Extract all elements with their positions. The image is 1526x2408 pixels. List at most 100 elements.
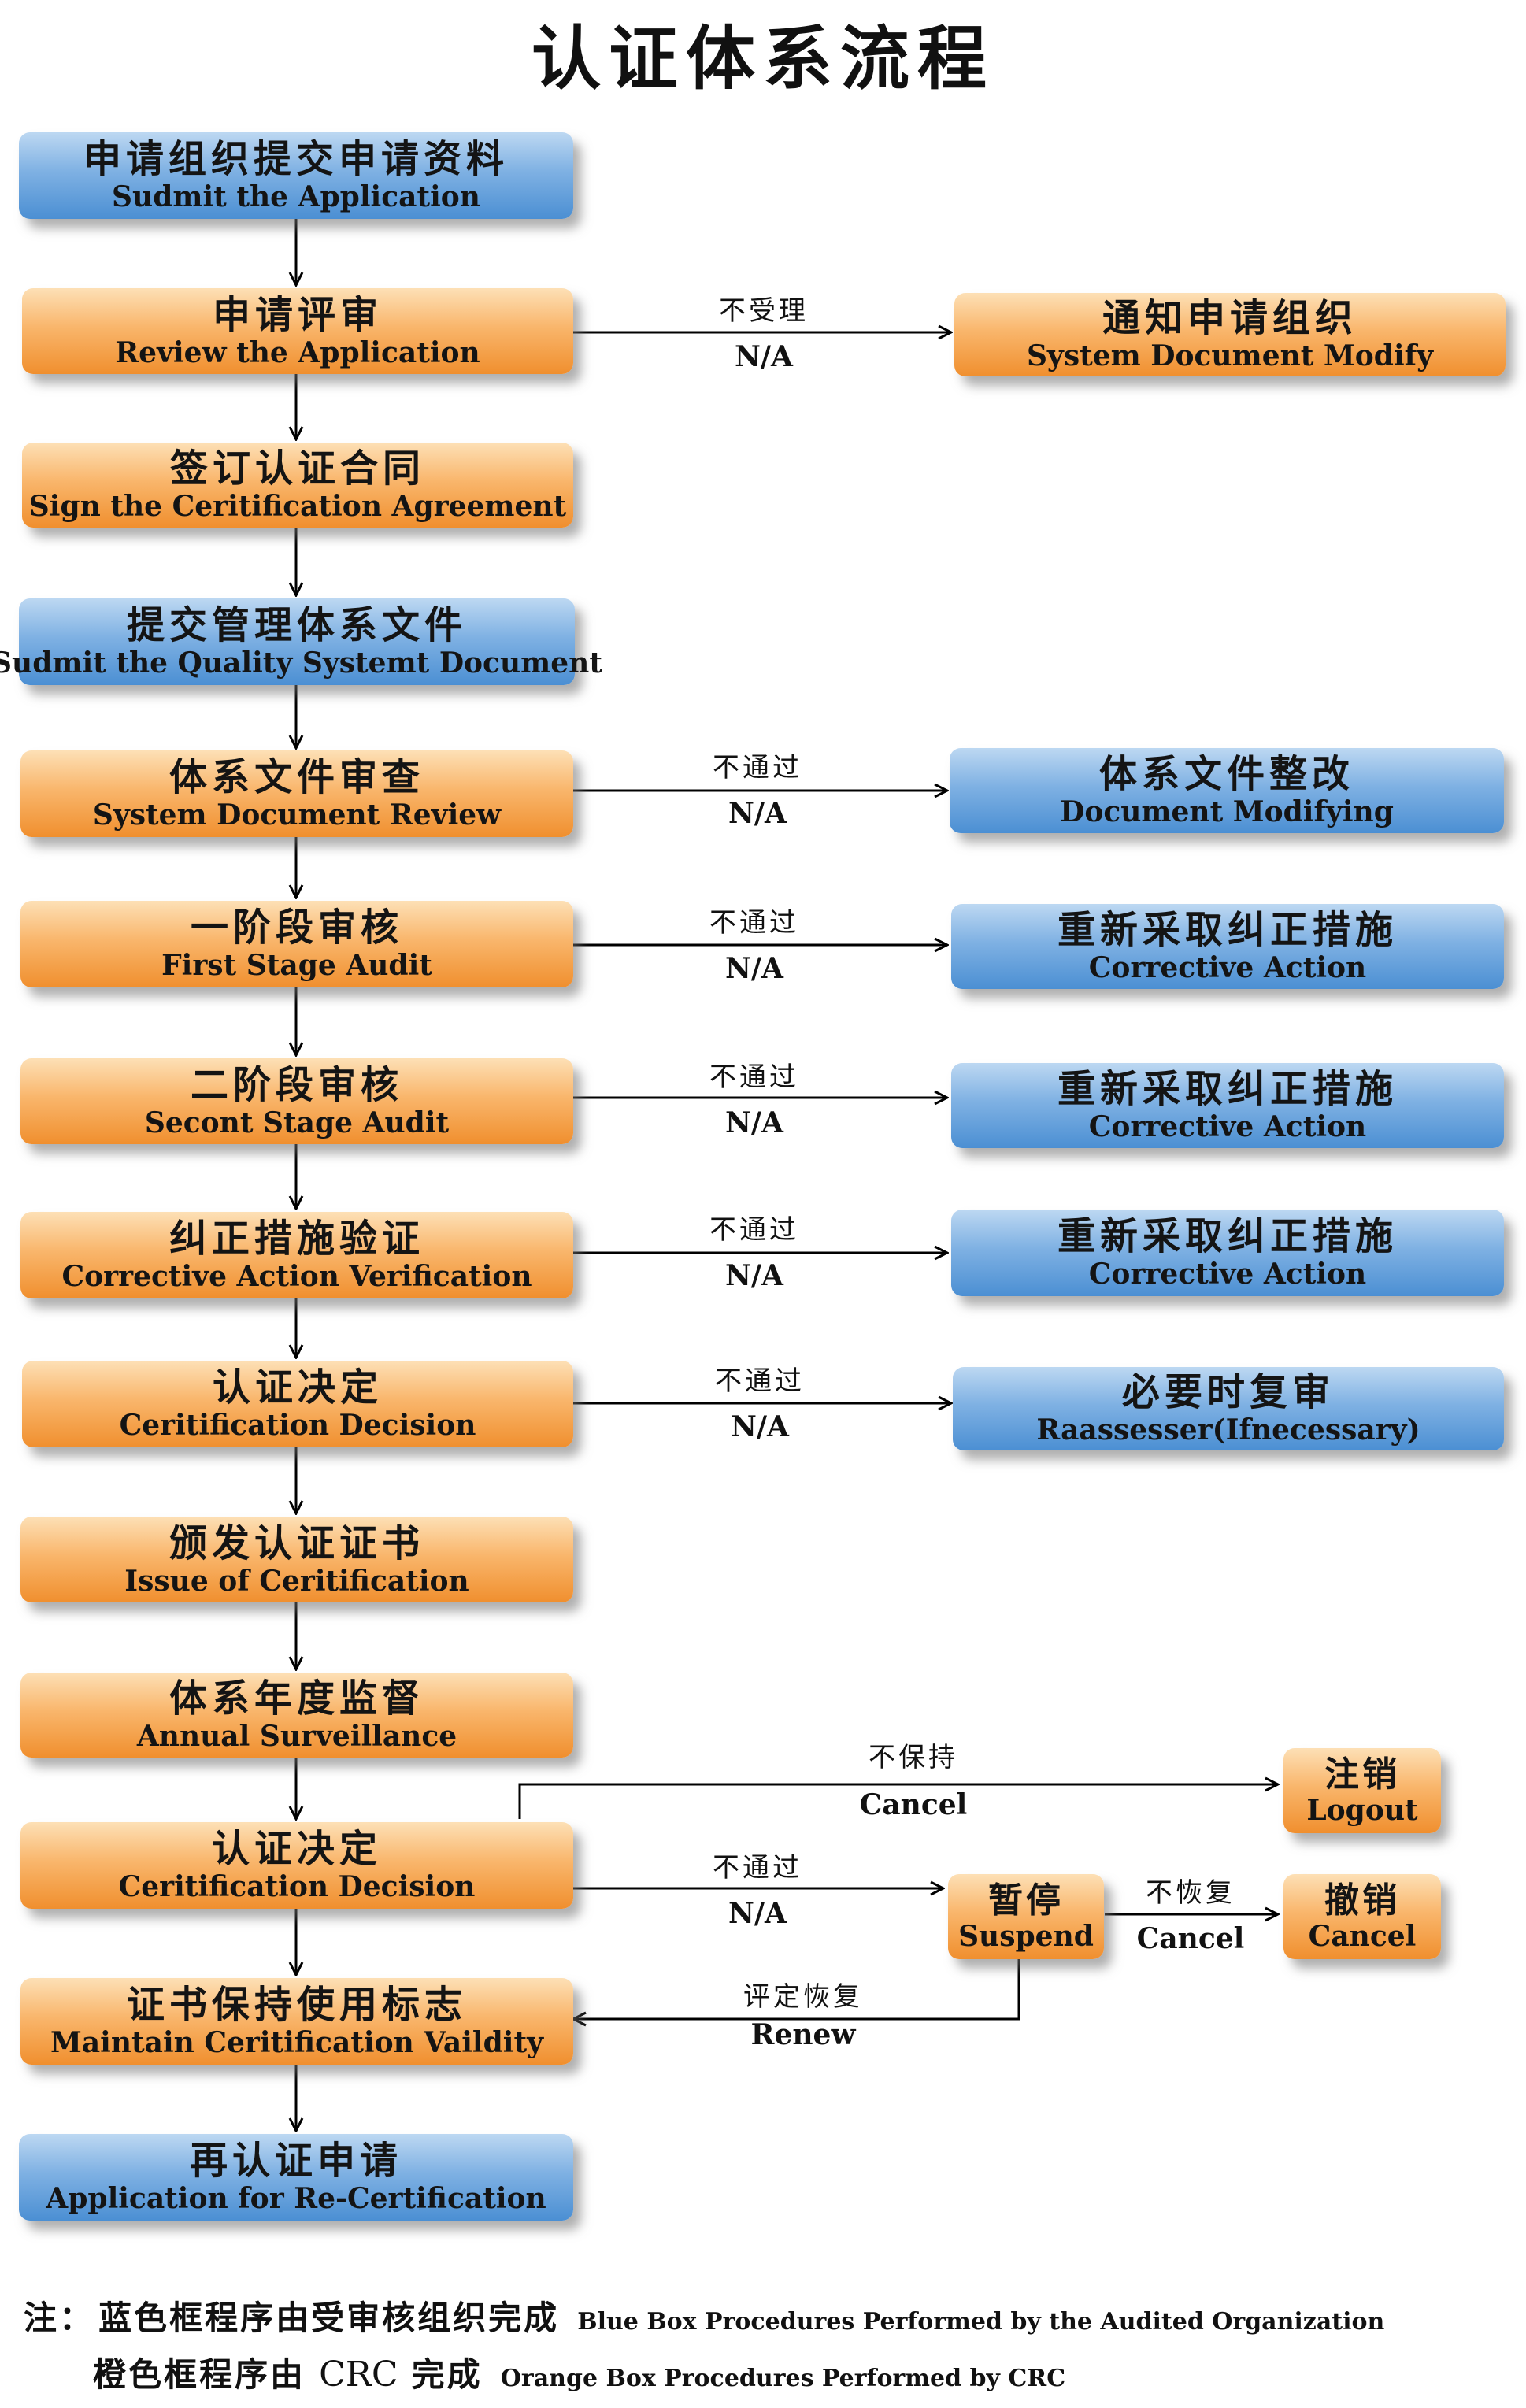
box-label-en: Logout <box>1306 1794 1418 1827</box>
box-reassessment: 必要时复审 Raassesser(Ifnecessary) <box>953 1367 1504 1450</box>
label-zh: 不通过 <box>709 1214 799 1246</box>
legend-orange-zh2: 完成 <box>411 2355 483 2394</box>
label-not-maintain: 不保持 Cancel <box>835 1742 992 1821</box>
box-label-zh: 重新采取纠正措施 <box>1057 908 1398 952</box>
box-label-zh: 体系文件审查 <box>169 755 424 799</box>
box-label-zh: 重新采取纠正措施 <box>1057 1214 1398 1258</box>
box-corrective-action-verification: 纠正措施验证 Corrective Action Verification <box>20 1212 573 1298</box>
box-suspend: 暂停 Suspend <box>948 1874 1104 1959</box>
box-label-zh: 一阶段审核 <box>190 906 403 950</box>
label-en: N/A <box>725 1106 783 1139</box>
box-corrective-action-2: 重新采取纠正措施 Corrective Action <box>951 1063 1504 1148</box>
box-label-en: Issue of Ceritification <box>124 1564 469 1598</box>
box-label-zh: 体系年度监督 <box>169 1676 424 1721</box>
box-label-zh: 必要时复审 <box>1121 1370 1335 1414</box>
box-label-zh: 二阶段审核 <box>190 1062 403 1107</box>
legend-blue-en: Blue Box Procedures Performed by the Aud… <box>577 2308 1385 2336</box>
box-label-zh: 签订认证合同 <box>169 446 425 491</box>
label-renew: 评定恢复 Renew <box>709 1981 898 2051</box>
box-corrective-action-1: 重新采取纠正措施 Corrective Action <box>951 904 1504 989</box>
legend-blue: 注： 蓝色框程序由受审核组织完成 Blue Box Procedures Per… <box>24 2291 1384 2339</box>
box-label-en: Document Modifying <box>1060 795 1394 828</box>
arrow-suspend-b13 <box>573 1959 1020 2019</box>
box-certification-decision-2: 认证决定 Ceritification Decision <box>20 1822 573 1909</box>
box-label-en: Application for Re-Certification <box>46 2182 546 2215</box>
label-en: N/A <box>735 340 793 373</box>
label-not-passed-stage1: 不通过 N/A <box>676 907 833 984</box>
label-en: Cancel <box>1136 1922 1245 1955</box>
box-label-zh: 证书保持使用标志 <box>126 1983 467 2027</box>
label-zh: 不恢复 <box>1146 1877 1235 1909</box>
legend-blue-zh: 蓝色框程序由受审核组织完成 <box>98 2299 560 2337</box>
box-label-en: Sudmit the Quality Systemt Document <box>0 646 602 680</box>
box-label-zh: 颁发认证证书 <box>169 1521 424 1565</box>
box-label-en: Secont Stage Audit <box>144 1106 450 1139</box>
box-label-en: System Document Modify <box>1026 339 1434 372</box>
box-sign-agreement: 签订认证合同 Sign the Ceritification Agreement <box>22 443 573 528</box>
label-en: Cancel <box>859 1788 968 1821</box>
label-not-recover: 不恢复 Cancel <box>1112 1877 1269 1954</box>
box-label-en: Maintain Ceritification Vaildity <box>50 2026 543 2059</box>
legend-orange-zh1: 橙色框程序由 <box>93 2355 306 2394</box>
legend-prefix: 注： <box>24 2299 95 2337</box>
box-label-en: System Document Review <box>92 798 502 832</box>
box-label-zh: 申请组织提交申请资料 <box>83 137 509 181</box>
label-not-passed-stage2: 不通过 N/A <box>676 1061 833 1139</box>
label-zh: 不保持 <box>869 1742 958 1773</box>
label-not-accepted: 不受理 N/A <box>685 295 843 372</box>
label-en: N/A <box>728 797 787 830</box>
box-issue-certification: 颁发认证证书 Issue of Ceritification <box>20 1517 573 1602</box>
box-label-zh: 暂停 <box>988 1880 1064 1921</box>
box-submit-application: 申请组织提交申请资料 Sudmit the Application <box>19 132 573 219</box>
box-label-zh: 通知申请组织 <box>1102 296 1357 340</box>
box-label-zh: 认证决定 <box>212 1365 383 1410</box>
label-en: N/A <box>728 1897 787 1930</box>
box-annual-surveillance: 体系年度监督 Annual Surveillance <box>20 1673 573 1758</box>
label-not-passed-doc: 不通过 N/A <box>679 752 836 829</box>
box-label-en: Corrective Action Verification <box>61 1260 532 1293</box>
box-label-zh: 注销 <box>1324 1754 1400 1795</box>
box-second-stage-audit: 二阶段审核 Secont Stage Audit <box>20 1058 573 1144</box>
box-cancel: 撤销 Cancel <box>1283 1874 1441 1959</box>
label-zh: 不通过 <box>709 1061 799 1093</box>
box-label-zh: 认证决定 <box>211 1827 382 1871</box>
box-label-en: Review the Application <box>115 335 480 369</box>
label-zh: 不通过 <box>715 1365 805 1397</box>
label-zh: 不受理 <box>719 295 809 327</box>
box-label-en: Sudmit the Application <box>112 180 480 213</box>
box-label-en: Raassesser(Ifnecessary) <box>1036 1413 1420 1447</box>
legend-orange: 橙色框程序由 CRC 完成 Orange Box Procedures Perf… <box>93 2348 1065 2396</box>
box-label-zh: 撤销 <box>1324 1880 1400 1921</box>
box-recertification-application: 再认证申请 Application for Re-Certification <box>19 2134 573 2221</box>
box-label-en: Suspend <box>958 1920 1094 1953</box>
box-label-en: Ceritification Decision <box>119 1409 476 1442</box>
box-label-zh: 提交管理体系文件 <box>126 603 467 647</box>
label-not-passed-decision: 不通过 N/A <box>681 1365 839 1443</box>
box-notify-organization: 通知申请组织 System Document Modify <box>954 293 1506 376</box>
label-zh: 评定恢复 <box>743 1981 863 2013</box>
box-label-zh: 再认证申请 <box>189 2139 402 2183</box>
box-certification-decision: 认证决定 Ceritification Decision <box>22 1361 573 1447</box>
box-corrective-action-3: 重新采取纠正措施 Corrective Action <box>951 1210 1504 1296</box>
box-label-en: Corrective Action <box>1088 1110 1367 1143</box>
label-en: N/A <box>725 952 783 985</box>
box-label-en: First Stage Audit <box>161 949 432 982</box>
box-document-modifying: 体系文件整改 Document Modifying <box>950 748 1504 833</box>
box-label-en: Cancel <box>1308 1920 1417 1953</box>
label-en: N/A <box>731 1410 789 1443</box>
label-not-passed-decision-2: 不通过 N/A <box>679 1852 836 1929</box>
label-en: Renew <box>750 2018 856 2051</box>
label-zh: 不通过 <box>713 752 802 784</box>
box-label-zh: 体系文件整改 <box>1098 752 1354 796</box>
box-label-en: Sign the Ceritification Agreement <box>28 490 567 523</box>
label-zh: 不通过 <box>709 907 799 939</box>
box-review-application: 申请评审 Review the Application <box>22 288 573 374</box>
box-first-stage-audit: 一阶段审核 First Stage Audit <box>20 901 573 987</box>
page-title: 认证体系流程 <box>531 18 994 99</box>
label-en: N/A <box>725 1259 783 1292</box>
box-label-en: Corrective Action <box>1088 951 1367 984</box>
legend-orange-en: Orange Box Procedures Performed by CRC <box>500 2365 1066 2392</box>
box-submit-quality-document: 提交管理体系文件 Sudmit the Quality Systemt Docu… <box>0 598 602 685</box>
box-label-zh: 纠正措施验证 <box>169 1217 424 1261</box>
